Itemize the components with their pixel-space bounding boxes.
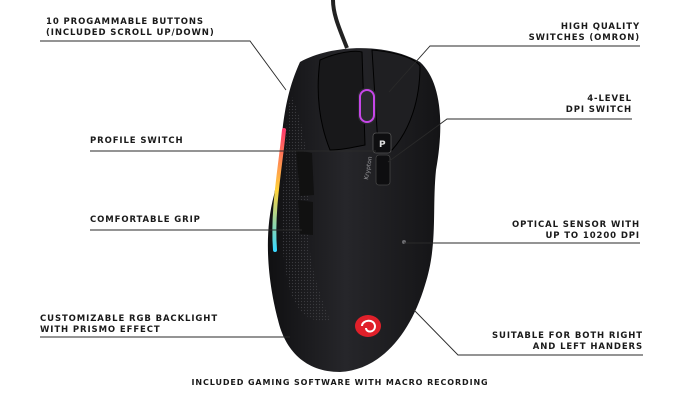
callout-profile: PROFILE SWITCH [90,136,184,146]
right-button [371,49,421,151]
side-button-1 [296,150,314,196]
scroll-wheel [358,88,376,124]
line-switches [388,45,640,93]
callout-switches: HIGH QUALITY SWITCHES (OMRON) [528,22,640,43]
line-handers [413,309,643,356]
profile-button-label: P [379,140,386,150]
brand-logo [355,315,381,337]
profile-button [372,132,392,154]
rgb-strip [272,128,286,252]
footer-caption: INCLUDED GAMING SOFTWARE WITH MACRO RECO… [191,378,489,387]
mouse-cable [331,0,349,49]
callout-sensor: OPTICAL SENSOR WITH UP TO 10200 DPI [511,220,640,241]
line-dpi [387,118,632,163]
callout-buttons: 10 PROGAMMABLE BUTTONS (INCLUDED SCROLL … [46,17,215,38]
callout-rgb: CUSTOMIZABLE RGB BACKLIGHT WITH PRISMO E… [40,314,219,335]
dpi-button [375,154,391,186]
callout-dpi: 4-LEVEL DPI SWITCH [565,94,632,115]
callout-grip: COMFORTABLE GRIP [90,215,201,225]
line-buttons [40,40,287,91]
model-text: Krypton [363,156,374,181]
callout-handers: SUITABLE FOR BOTH RIGHT AND LEFT HANDERS [492,331,643,352]
left-button [317,50,366,151]
side-button-2 [298,200,313,235]
